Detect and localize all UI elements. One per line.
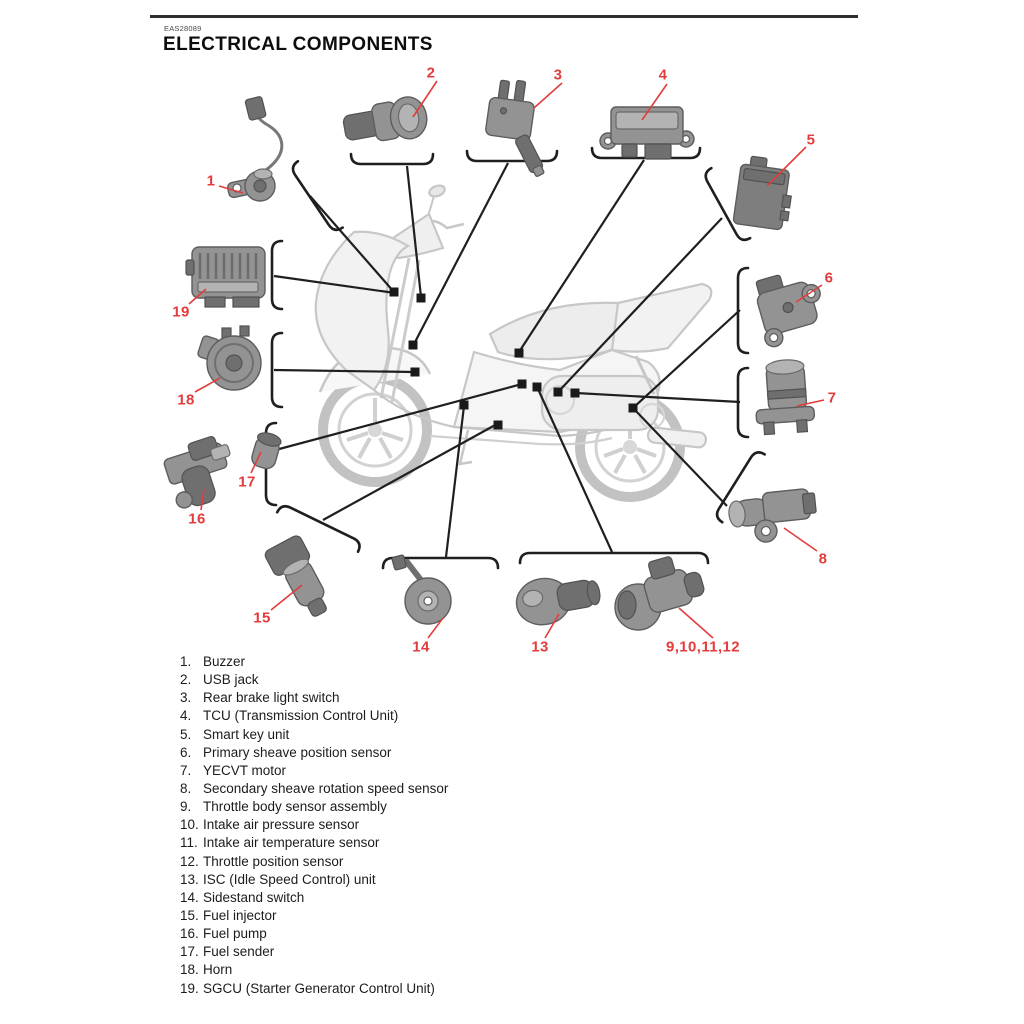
page-title: ELECTRICAL COMPONENTS bbox=[163, 34, 433, 55]
callout-9-10-11-12: 9,10,11,12 bbox=[665, 638, 741, 656]
callout-14: 14 bbox=[412, 638, 430, 656]
section-code: EAS28089 bbox=[164, 24, 202, 33]
legend-item: 9.Throttle body sensor assembly bbox=[180, 799, 387, 815]
legend-item: 15.Fuel injector bbox=[180, 907, 277, 923]
legend-item: 18.Horn bbox=[180, 962, 233, 978]
fuel-injector-illustration bbox=[264, 535, 327, 617]
callout-16: 16 bbox=[188, 510, 206, 528]
usb-jack-illustration bbox=[342, 96, 428, 142]
sidestand-switch-illustration bbox=[391, 554, 452, 625]
legend-item: 13.ISC (Idle Speed Control) unit bbox=[180, 871, 376, 887]
legend-item: 8.Secondary sheave rotation speed sensor bbox=[180, 780, 449, 796]
sgcu-illustration bbox=[185, 246, 266, 308]
callout-18: 18 bbox=[177, 391, 195, 409]
rear-brake-light-switch-illustration bbox=[485, 79, 545, 177]
legend-item: 17.Fuel sender bbox=[180, 944, 275, 960]
primary-sheave-position-sensor-illustration bbox=[755, 274, 821, 348]
buzzer-illustration bbox=[227, 96, 284, 202]
legend-item: 19.SGCU (Starter Generator Control Unit) bbox=[180, 980, 435, 996]
callout-1: 1 bbox=[206, 172, 216, 190]
callout-4: 4 bbox=[658, 66, 668, 84]
horn-illustration bbox=[197, 325, 262, 391]
secondary-sheave-rotation-speed-sensor-illustration bbox=[728, 488, 817, 543]
callout-8: 8 bbox=[818, 550, 828, 568]
throttle-body-assembly-illustration bbox=[614, 556, 705, 631]
yecvt-motor-illustration bbox=[755, 359, 816, 436]
callout-6: 6 bbox=[824, 269, 834, 287]
legend-item: 11.Intake air temperature sensor bbox=[180, 835, 380, 851]
legend-item: 10.Intake air pressure sensor bbox=[180, 817, 360, 833]
legend-item: 12.Throttle position sensor bbox=[180, 853, 344, 869]
callout-13: 13 bbox=[531, 638, 549, 656]
leader-lines bbox=[267, 159, 741, 558]
fuel-pump-illustration bbox=[163, 436, 231, 509]
location-markers bbox=[389, 287, 638, 430]
tcu-illustration bbox=[599, 106, 695, 160]
legend-item: 14.Sidestand switch bbox=[180, 889, 305, 905]
smart-key-unit-illustration bbox=[732, 155, 792, 231]
legend-item: 6.Primary sheave position sensor bbox=[180, 744, 392, 760]
callout-3: 3 bbox=[553, 66, 563, 84]
scooter-illustration bbox=[314, 184, 713, 502]
isc-unit-illustration bbox=[515, 577, 601, 626]
header-rule bbox=[150, 15, 858, 18]
legend-item: 4.TCU (Transmission Control Unit) bbox=[180, 708, 399, 724]
legend-item: 5.Smart key unit bbox=[180, 726, 290, 742]
fuel-sender-illustration bbox=[251, 432, 282, 470]
callout-7: 7 bbox=[827, 389, 837, 407]
legend-item: 7.YECVT motor bbox=[180, 762, 287, 778]
callout-15: 15 bbox=[253, 609, 271, 627]
callout-17: 17 bbox=[238, 473, 256, 491]
callout-19: 19 bbox=[172, 303, 190, 321]
callout-leader-lines bbox=[188, 80, 825, 639]
legend-item: 3.Rear brake light switch bbox=[180, 690, 340, 706]
legend-list: 1.Buzzer 2.USB jack 3.Rear brake light s… bbox=[180, 653, 448, 998]
legend-item: 16.Fuel pump bbox=[180, 926, 267, 942]
legend-item: 1.Buzzer bbox=[180, 654, 246, 669]
callout-5: 5 bbox=[806, 131, 816, 149]
legend-item: 2.USB jack bbox=[180, 672, 259, 688]
callout-2: 2 bbox=[426, 64, 436, 82]
